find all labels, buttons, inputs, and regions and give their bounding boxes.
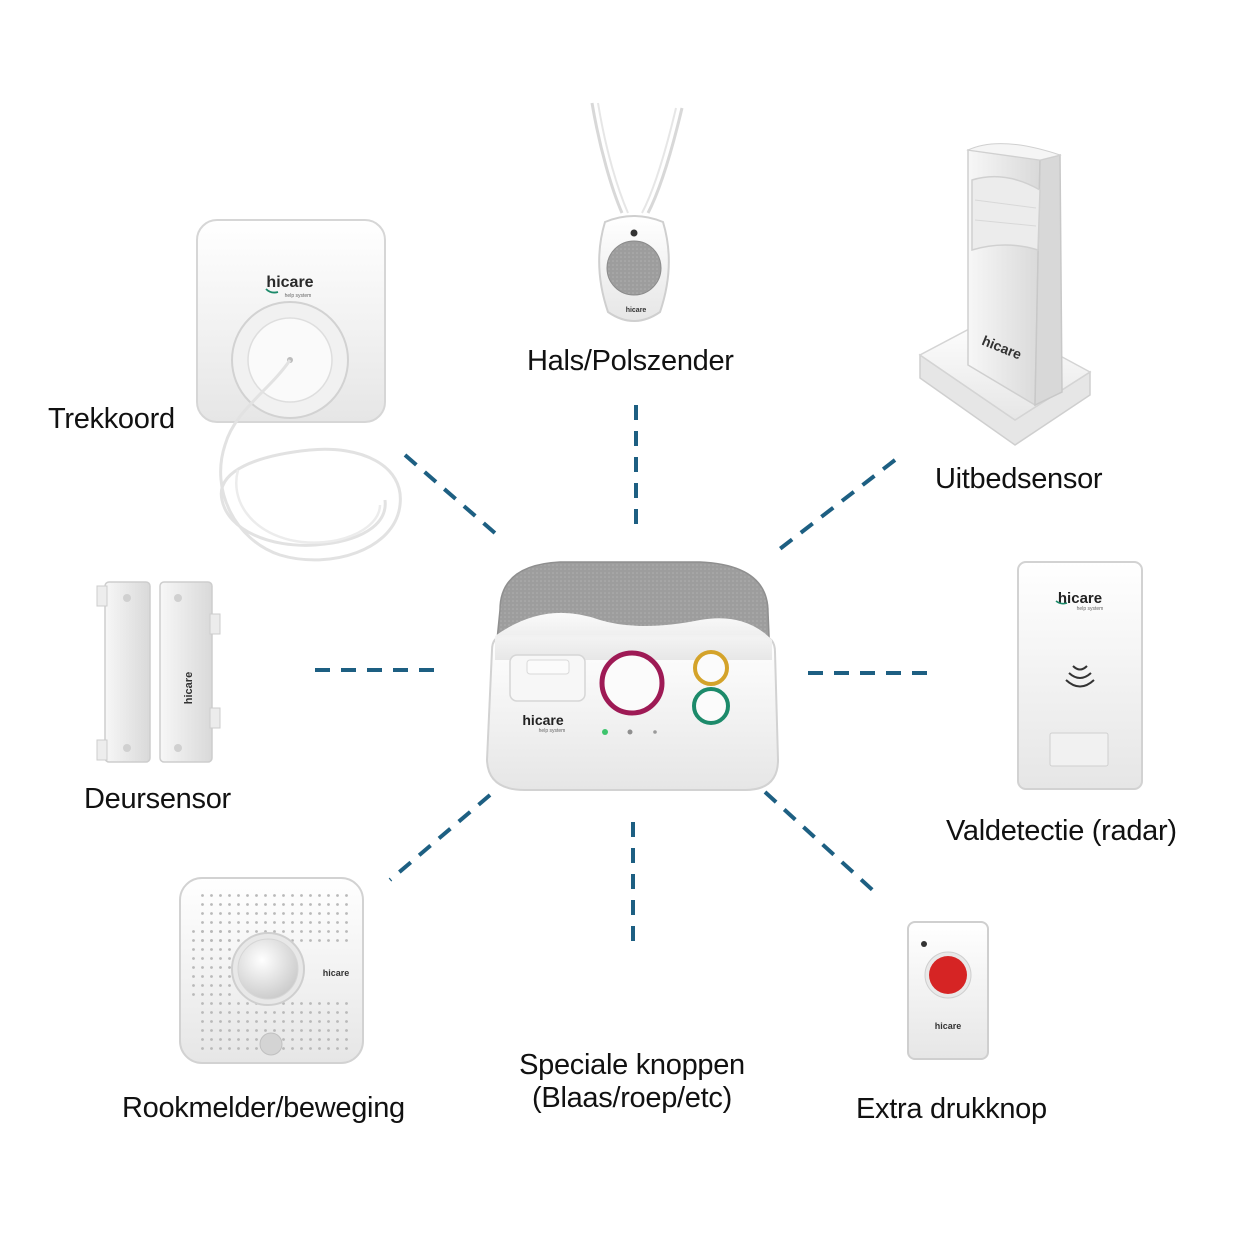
connector-lines (315, 405, 935, 948)
label-speciale-knoppen-line1: Speciale knoppen (519, 1049, 745, 1081)
radar-brand-logo: hicare (1058, 590, 1102, 607)
label-trekkoord: Trekkoord (48, 403, 175, 435)
hub-device: hicare help system (485, 561, 780, 791)
connector-extra (763, 790, 880, 897)
radar-fall-detector-device: hicare help system (1017, 561, 1143, 790)
red-alarm-button (929, 956, 967, 994)
door-sensor-device: hicare (96, 581, 221, 763)
connector-trekkoord (403, 453, 505, 542)
hub-status-led (627, 729, 633, 735)
smoke-detector-brand-logo: hicare (323, 968, 350, 978)
connector-uitbed (770, 458, 897, 557)
radar-brand-tagline: help system (1077, 606, 1104, 612)
pendant-brand-logo: hicare (626, 307, 647, 314)
pull-cord-brand-logo: hicare (266, 274, 313, 291)
bed-exit-sensor-device: hicare (918, 143, 1092, 446)
door-sensor-brand-logo: hicare (183, 672, 195, 704)
label-uitbedsensor: Uitbedsensor (935, 463, 1103, 495)
push-button-device: hicare (907, 921, 989, 1060)
label-hals-polszender: Hals/Polszender (527, 345, 734, 377)
label-speciale-knoppen-line2: (Blaas/roep/etc) (532, 1082, 732, 1115)
label-deursensor: Deursensor (84, 783, 231, 815)
pull-cord-brand-tagline: help system (285, 293, 312, 299)
hub-status-led-small (653, 730, 657, 734)
label-speciale-knoppen: Speciale knoppen (Blaas/roep/etc) (519, 1049, 745, 1116)
hub-status-led-green (602, 729, 608, 735)
smoke-motion-detector-device: hicare (179, 877, 364, 1064)
pull-cord-logo-swoosh (265, 288, 279, 294)
hub-brand-logo: hicare (522, 712, 563, 728)
label-valdetectie: Valdetectie (radar) (946, 815, 1177, 847)
pendant-transmitter-device: hicare (590, 102, 684, 322)
label-extra-drukknop: Extra drukknop (856, 1093, 1047, 1125)
pull-cord-device: hicare help system (196, 219, 402, 562)
connector-rook (388, 793, 492, 882)
label-rookmelder: Rookmelder/beweging (122, 1092, 405, 1124)
push-button-brand-logo: hicare (935, 1021, 962, 1031)
radar-wave-icon (1065, 665, 1095, 688)
hub-brand-tagline: help system (539, 728, 566, 734)
pull-cord-string (219, 359, 402, 562)
